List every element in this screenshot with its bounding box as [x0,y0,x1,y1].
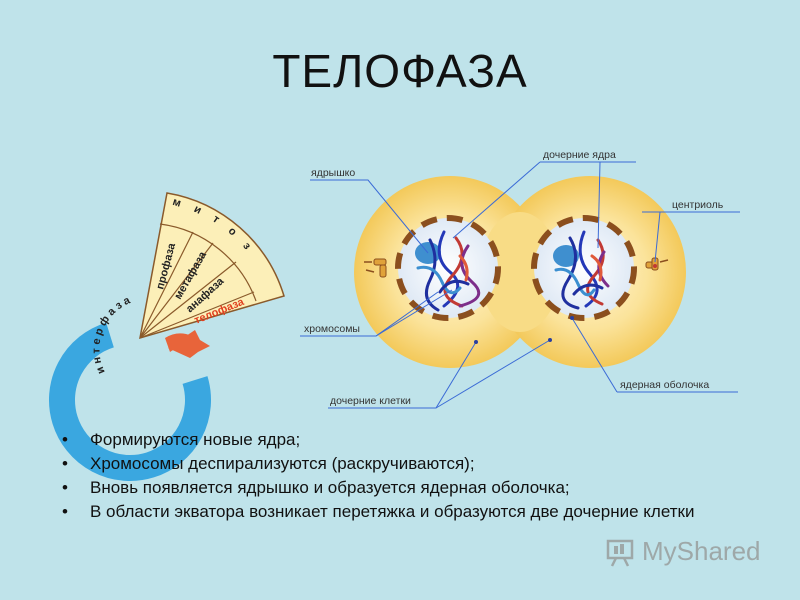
label-nuclear-envelope: ядерная оболочка [620,379,709,391]
daughter-cells [354,176,686,368]
chromosomes-right [554,230,610,310]
centriole-right [645,257,669,271]
fan-divider [139,231,194,339]
bullet-text: Хромосомы деспирализуются (раскручиваютс… [90,454,475,473]
label-chromosomes: хромосомы [304,323,360,335]
pointer-dots [474,316,574,344]
chromosomes-left [416,230,481,312]
bullet-marker: • [62,430,68,449]
centriole-left [364,258,387,278]
bullet-marker: • [62,454,68,473]
fan-inner-arc [159,223,257,302]
nuclear-envelope-right [531,215,637,321]
bullet-item: • Хромосомы деспирализуются (раскручивают… [62,454,762,474]
interphase-label: интерфаза [90,293,134,375]
myshared-logo: MyShared [606,536,761,567]
label-daughter-nuclei: дочерние ядра [543,149,616,161]
bullet-marker: • [62,502,68,521]
bullet-item: • Вновь появляется ядрышко и образуется я… [62,478,762,498]
fan-divider [139,261,237,339]
page-title: ТЕЛОФАЗА [272,45,528,97]
label-nucleolus: ядрышко [311,167,355,179]
presentation-board-icon [606,537,636,567]
cycle-arrow-body [165,333,192,352]
bullet-text: Формируются новые ядра; [90,430,301,449]
label-centriole: центриоль [672,199,724,211]
bullet-text: В области экватора возникает перетяжка и… [90,502,695,521]
bullet-marker: • [62,478,68,497]
mitosis-fan [139,192,285,340]
logo-text: MyShared [642,536,761,566]
fan-divider [139,242,214,339]
label-daughter-cells: дочерние клетки [330,395,411,407]
nucleolus-right [553,245,579,267]
mitosis-wheel: митоз профаза метафаза анафаза телофаза … [49,192,285,481]
pointer-lines [300,161,740,409]
bullet-text: Вновь появляется ядрышко и образуется яд… [90,478,570,497]
nuclear-envelope-left [395,215,501,321]
fan-divider [139,291,255,339]
bullet-list: • Формируются новые ядра; • Хромосомы десп… [62,430,762,526]
bullet-item: • В области экватора возникает перетяжка … [62,502,762,522]
interphase-arc [49,322,211,481]
bullet-item: • Формируются новые ядра; [62,430,762,450]
